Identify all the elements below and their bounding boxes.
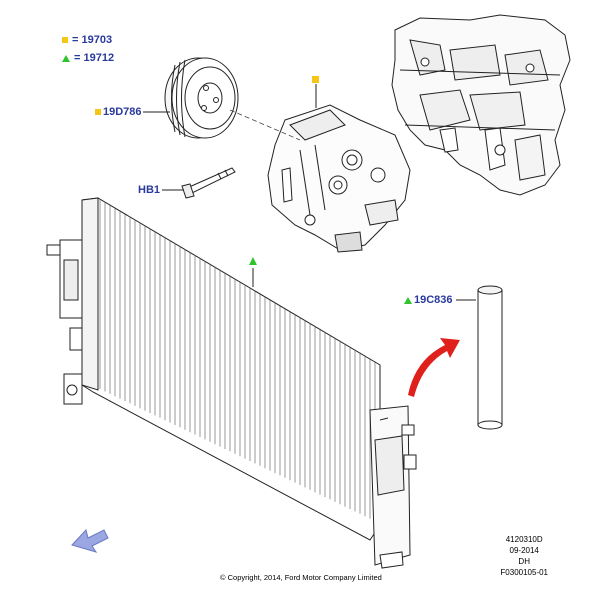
compressor-illustration (267, 104, 411, 253)
reference-line: 09-2014 (509, 546, 539, 555)
green-triangle-marker-icon (404, 296, 412, 304)
legend-text: = 19712 (74, 52, 115, 64)
reference-line: 4120310D (505, 535, 543, 544)
reference-line: F0300105-01 (500, 568, 548, 577)
bolt-illustration (181, 167, 236, 199)
yellow-square-marker-icon (62, 37, 68, 43)
engine-block-illustration (391, 14, 571, 196)
legend-text: = 19703 (72, 34, 113, 46)
install-direction-red-arrow (408, 338, 460, 397)
condenser-triangle-marker (249, 257, 257, 265)
copyright-notice: © Copyright, 2014, Ford Motor Company Li… (220, 573, 382, 582)
green-triangle-marker-icon (62, 54, 70, 62)
legend-row-triangle: = 19712 (62, 52, 114, 64)
callout-bolt: HB1 (138, 184, 160, 196)
callout-pulley: 19D786 (95, 106, 142, 118)
callout-label: 19C836 (414, 294, 453, 306)
yellow-square-marker-icon (95, 109, 101, 115)
compressor-square-marker (312, 76, 319, 83)
reference-line: DH (518, 557, 530, 566)
callout-drier: 19C836 (404, 294, 453, 306)
legend-row-square: = 19703 (62, 34, 112, 46)
callout-label: HB1 (138, 184, 161, 196)
condenser-illustration (46, 197, 417, 569)
pulley-illustration (164, 57, 239, 139)
receiver-drier-illustration (477, 285, 503, 430)
front-direction-arrow (71, 528, 109, 553)
drawing-reference-block: 4120310D 09-2014 DH F0300105-01 (500, 534, 548, 578)
callout-label: 19D786 (103, 106, 142, 118)
pulley-axis-dashed-line (229, 109, 301, 141)
